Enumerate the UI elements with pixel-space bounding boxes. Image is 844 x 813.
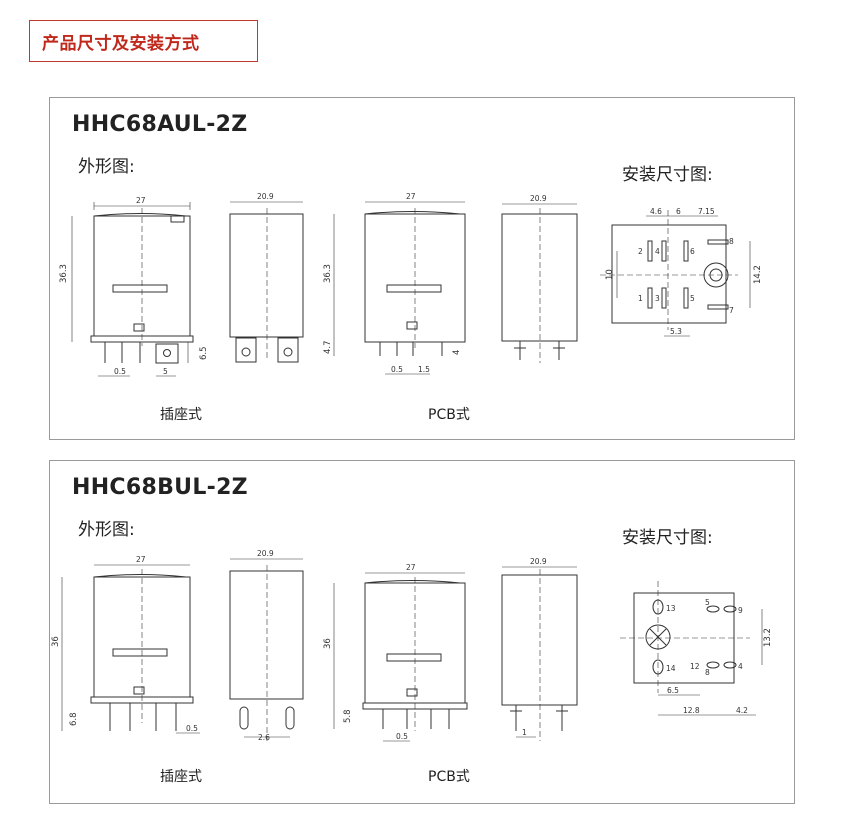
dim-m-a: 4.6	[650, 207, 662, 216]
caption-pcb: PCB式	[428, 769, 470, 785]
dim-pcb-pitch: 0.5	[396, 732, 408, 741]
dim-width: 27	[136, 196, 146, 205]
dim-pin-pitch: 0.5	[114, 367, 126, 376]
pcb-side-view: 20.9	[501, 194, 578, 363]
socket-side-view: 20.9	[229, 192, 304, 363]
section-header: 产品尺寸及安装方式	[29, 20, 258, 62]
caption-socket: 插座式	[160, 407, 202, 423]
dim-depth-pcb: 20.9	[530, 557, 547, 566]
pin-9: 9	[738, 606, 743, 615]
pcb-front-view: 27 36.3 4.7 0.5 1.5 4	[323, 192, 466, 375]
dim-m-w: 6.5	[667, 686, 679, 695]
product-panel-a: HHC68AUL-2Z 外形图: 安装尺寸图: 插座式 PCB式 27 36.3	[49, 97, 795, 440]
pin-4: 4	[738, 662, 743, 671]
dim-pin-len: 6.5	[199, 346, 209, 360]
pin-4: 4	[655, 247, 660, 256]
dim-depth-pcb: 20.9	[530, 194, 547, 203]
dim-m-h: 10	[605, 269, 615, 280]
mounting-label: 安装尺寸图:	[622, 165, 713, 185]
pin-6: 6	[690, 247, 695, 256]
caption-pcb: PCB式	[428, 407, 470, 423]
dim-side-pitch: 2.6	[258, 733, 270, 742]
model-name: HHC68AUL-2Z	[72, 112, 248, 137]
pcb-front-view: 27 36 5.8 0.5	[323, 563, 468, 742]
pin-12: 12	[690, 662, 700, 671]
dim-height: 36	[51, 636, 61, 647]
dim-pin-pitch: 0.5	[186, 724, 198, 733]
product-panel-b: HHC68BUL-2Z 外形图: 安装尺寸图: 插座式 PCB式 27 36 6…	[49, 460, 795, 804]
pin-8: 8	[705, 668, 710, 677]
section-title: 产品尺寸及安装方式	[42, 33, 200, 54]
dim-width: 27	[136, 555, 146, 564]
dim-m-c: 7.15	[698, 207, 715, 216]
dim-m-y: 4.2	[736, 706, 748, 715]
pcb-side-view: 20.9 1	[501, 557, 578, 741]
socket-front-view: 27 36 6.8 0.5	[51, 555, 200, 734]
outline-label: 外形图:	[78, 520, 135, 540]
pin-8: 8	[729, 237, 734, 246]
dim-pin-len: 6.8	[69, 712, 79, 726]
socket-front-view: 27 36.3 0.5 5 6.5	[59, 196, 209, 377]
pin-2: 2	[638, 247, 643, 256]
outline-drawing: 27 36 6.8 0.5 20.9 2.6	[51, 549, 773, 742]
caption-socket: 插座式	[160, 769, 202, 785]
dim-width-pcb: 27	[406, 563, 416, 572]
dim-height: 36.3	[59, 264, 69, 283]
dim-m-v: 13.2	[763, 628, 773, 647]
outline-drawing: 27 36.3 0.5 5 6.5 20.9	[59, 192, 763, 377]
socket-side-view: 20.9 2.6	[229, 549, 304, 742]
dim-pcb-pin: 4.7	[323, 340, 333, 354]
dim-pcb-tail: 1	[522, 728, 527, 737]
dim-pcb-tail: 4	[452, 350, 462, 355]
dim-height-pcb: 36.3	[323, 264, 333, 283]
pin-14: 14	[666, 664, 676, 673]
pin-7: 7	[729, 306, 734, 315]
mounting-diagram: 13 5 9 14 12 8 4 13.2 6.5 12.8 4.2	[620, 581, 773, 716]
dim-height-pcb: 36	[323, 638, 333, 649]
dim-width-pcb: 27	[406, 192, 416, 201]
pin-5: 5	[705, 598, 710, 607]
dim-pcb-pin: 5.8	[343, 709, 353, 723]
pin-1: 1	[638, 294, 643, 303]
dim-m-w: 5.3	[670, 327, 682, 336]
dim-pcb-pin-b: 1.5	[418, 365, 430, 374]
dim-depth: 20.9	[257, 192, 274, 201]
pin-5: 5	[690, 294, 695, 303]
model-name: HHC68BUL-2Z	[72, 475, 248, 500]
dim-m-x: 12.8	[683, 706, 700, 715]
pin-13: 13	[666, 604, 676, 613]
dim-m-v: 14.2	[753, 265, 763, 284]
dim-depth: 20.9	[257, 549, 274, 558]
dim-pcb-pitch: 0.5	[391, 365, 403, 374]
dim-m-b: 6	[676, 207, 681, 216]
pin-3: 3	[655, 294, 660, 303]
mounting-label: 安装尺寸图:	[622, 528, 713, 548]
dim-pin-side: 5	[163, 367, 168, 376]
outline-label: 外形图:	[78, 157, 135, 177]
mounting-diagram: 2 4 6 8 1 3 5 7 4.6 6 7.15 10 14.2 5.3	[600, 207, 763, 337]
